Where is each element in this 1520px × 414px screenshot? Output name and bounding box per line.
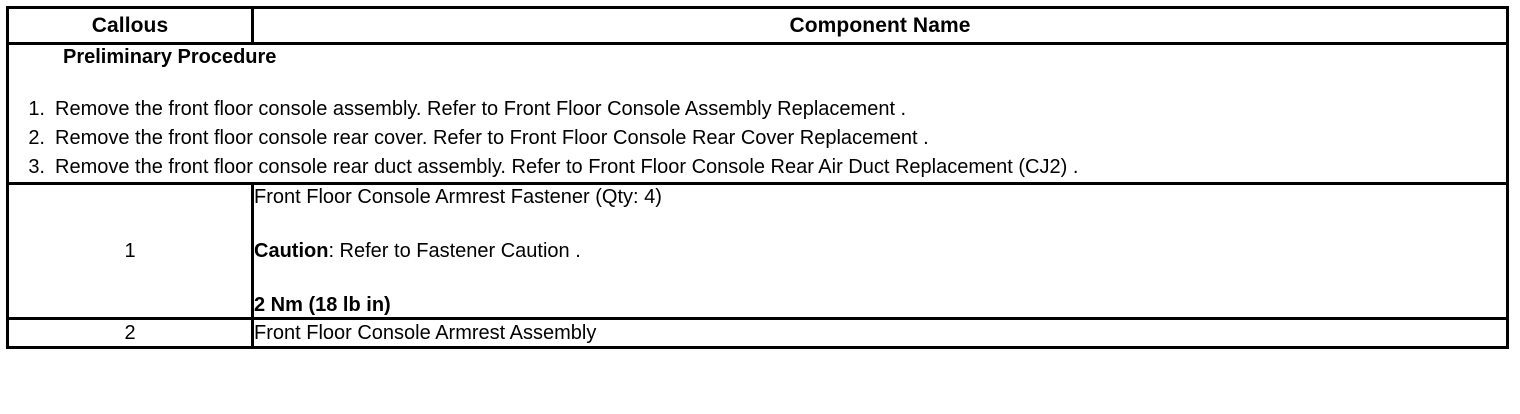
caution-label: Caution	[254, 240, 329, 262]
component-name-text: Front Floor Console Armrest Assembly	[251, 317, 1509, 349]
header-row: Callous Component Name	[6, 6, 1509, 45]
preliminary-procedure-row: Preliminary Procedure 1. Remove the front…	[6, 42, 1509, 185]
component-name-text: Front Floor Console Armrest Fastener (Qt…	[254, 186, 662, 208]
step-number: 3.	[28, 156, 45, 178]
table-row: 2 Front Floor Console Armrest Assembly	[6, 317, 1509, 349]
preliminary-procedure-cell: Preliminary Procedure 1. Remove the front…	[6, 42, 1509, 185]
component-description-cell: Front Floor Console Armrest Fastener (Qt…	[251, 182, 1509, 320]
step-number: 1.	[28, 98, 45, 120]
service-procedure-table: Callous Component Name Preliminary Proce…	[6, 6, 1509, 349]
callout-number: 1	[6, 182, 254, 320]
callout-number: 2	[6, 317, 254, 349]
table-body: Preliminary Procedure 1. Remove the front…	[6, 42, 1509, 349]
column-header-callous: Callous	[6, 6, 254, 45]
preliminary-procedure-title: Preliminary Procedure	[63, 46, 277, 68]
preliminary-steps-list: 1. Remove the front floor console assembl…	[9, 95, 1506, 182]
table-row: 1 Front Floor Console Armrest Fastener (…	[6, 182, 1509, 320]
caution-note: Caution: Refer to Fastener Caution .	[254, 239, 1506, 263]
caution-text: : Refer to Fastener Caution .	[328, 240, 581, 262]
step-text: Remove the front floor console rear duct…	[55, 156, 1079, 178]
list-item: 3. Remove the front floor console rear du…	[9, 153, 1506, 182]
table-header: Callous Component Name	[6, 6, 1509, 45]
list-item: 2. Remove the front floor console rear co…	[9, 124, 1506, 153]
column-header-component-name: Component Name	[251, 6, 1509, 45]
torque-specification: 2 Nm (18 lb in)	[254, 294, 391, 316]
step-text: Remove the front floor console assembly.…	[55, 98, 907, 120]
list-item: 1. Remove the front floor console assembl…	[9, 95, 1506, 124]
step-text: Remove the front floor console rear cove…	[55, 127, 929, 149]
step-number: 2.	[28, 127, 45, 149]
